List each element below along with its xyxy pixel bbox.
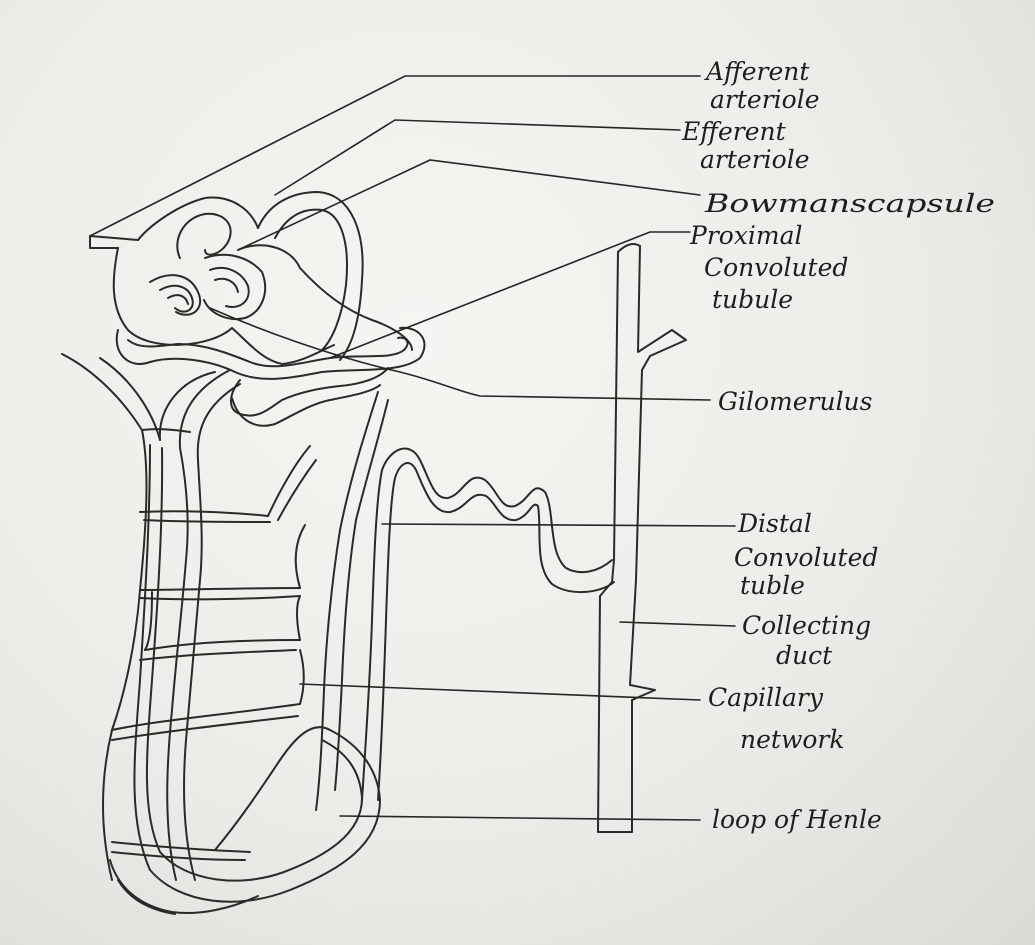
label-proximal-convoluted-tubule-3: tubule	[712, 285, 793, 314]
label-proximal-convoluted-tubule: Proximal	[689, 221, 803, 250]
labels: Afferent arteriole Efferent arteriole Bo…	[681, 57, 995, 834]
label-capillary-network: Capillary	[708, 683, 824, 712]
label-capillary-network-2: network	[740, 725, 845, 754]
label-efferent-arteriole: Efferent	[681, 117, 787, 146]
label-bowmans-capsule: Bowmanscapsule	[704, 189, 995, 218]
loop-of-henle	[110, 445, 380, 914]
collecting-duct	[598, 244, 686, 832]
label-afferent-arteriole: Afferent	[704, 57, 810, 86]
proximal-convoluted-tubule	[117, 268, 425, 426]
glomerulus	[150, 214, 300, 319]
afferent-arteriole	[90, 236, 138, 248]
leader-lines	[90, 76, 735, 820]
label-loop-of-henle: loop of Henle	[712, 805, 882, 834]
label-distal-convoluted-tubule-2: Convoluted	[734, 543, 878, 572]
efferent-arteriole	[258, 192, 363, 360]
label-afferent-arteriole-2: arteriole	[710, 85, 820, 114]
distal-convoluted-tubule	[362, 449, 614, 800]
label-proximal-convoluted-tubule-2: Convoluted	[704, 253, 848, 282]
label-distal-convoluted-tubule-3: tuble	[740, 571, 805, 600]
label-collecting-duct-2: duct	[776, 641, 833, 670]
label-efferent-arteriole-2: arteriole	[700, 145, 810, 174]
bowmans-capsule	[114, 198, 334, 364]
label-collecting-duct: Collecting	[742, 611, 871, 640]
label-distal-convoluted-tubule: Distal	[737, 509, 812, 538]
capillary-network	[62, 354, 388, 880]
label-glomerulus: Gilomerulus	[718, 387, 873, 416]
